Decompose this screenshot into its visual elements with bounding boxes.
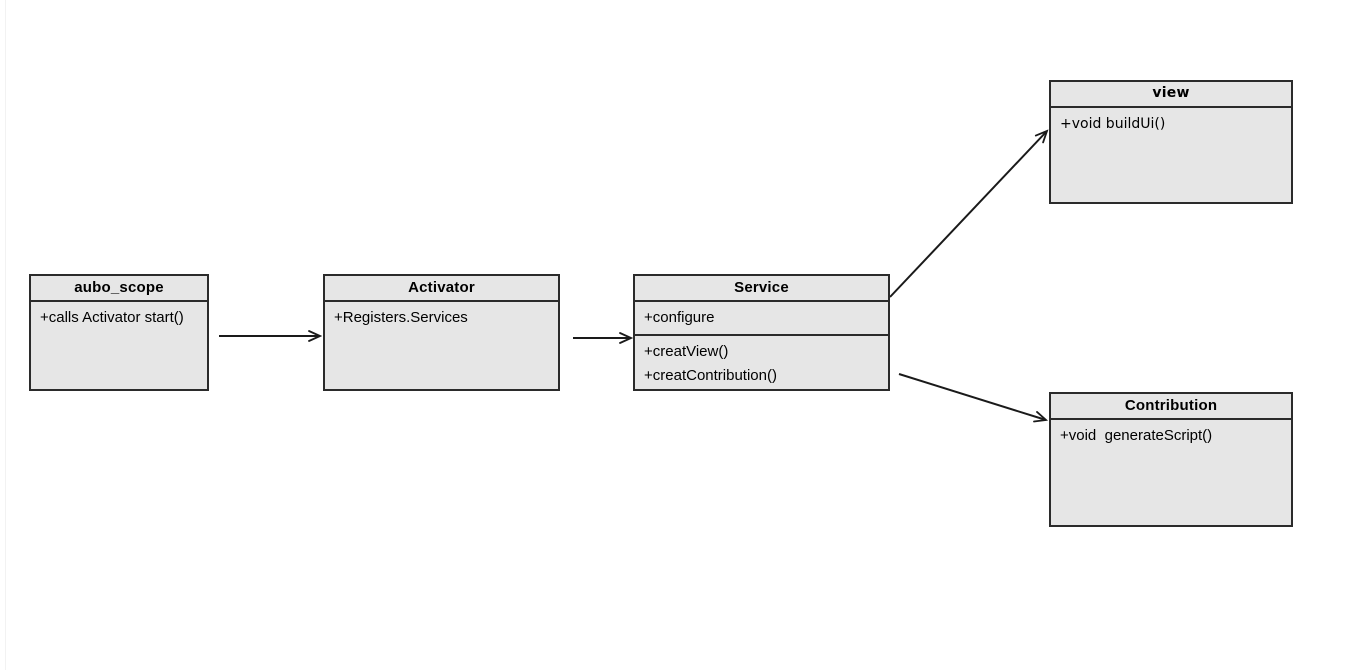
class-title-aubo-scope: aubo_scope	[31, 276, 207, 302]
class-member: +configure	[644, 309, 715, 326]
connector-service-to-view	[889, 131, 1047, 298]
class-compartment-contribution-0: +void generateScript()	[1051, 420, 1291, 525]
class-member: +creatView()	[644, 343, 729, 360]
class-title-view: view	[1051, 82, 1291, 108]
class-compartment-view-0: +void buildUi()	[1051, 108, 1291, 202]
class-box-aubo-scope[interactable]: aubo_scope +calls Activator start()	[29, 274, 209, 391]
class-compartment-aubo-scope-0: +calls Activator start()	[31, 302, 207, 389]
class-box-contribution[interactable]: Contribution +void generateScript()	[1049, 392, 1293, 527]
class-title-contribution: Contribution	[1051, 394, 1291, 420]
class-compartment-activator-0: +Registers.Services	[325, 302, 558, 389]
canvas-edge-line	[5, 0, 6, 670]
class-member: +creatContribution()	[644, 367, 777, 384]
class-member: +Registers.Services	[334, 309, 468, 326]
class-member: +void buildUi()	[1060, 116, 1166, 132]
class-box-service[interactable]: Service +configure +creatView() +creatCo…	[633, 274, 890, 391]
class-box-view[interactable]: view +void buildUi()	[1049, 80, 1293, 204]
class-member: +void generateScript()	[1060, 427, 1213, 444]
class-title-service: Service	[635, 276, 888, 302]
class-compartment-service-1: +creatView() +creatContribution()	[635, 336, 888, 392]
class-member: +calls Activator start()	[40, 309, 184, 326]
class-compartment-service-0: +configure	[635, 302, 888, 336]
class-box-activator[interactable]: Activator +Registers.Services	[323, 274, 560, 391]
connector-service-to-contribution	[898, 373, 1046, 420]
class-title-activator: Activator	[325, 276, 558, 302]
